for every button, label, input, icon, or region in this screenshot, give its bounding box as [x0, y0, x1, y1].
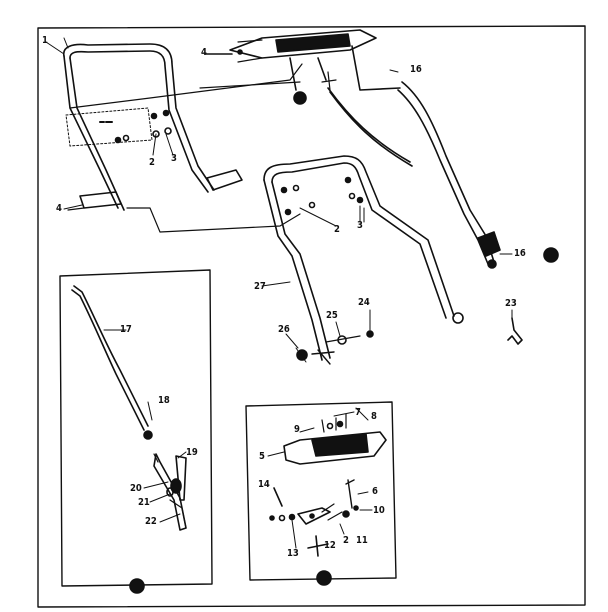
callout-bracket-left: 4 — [201, 47, 207, 58]
callout-part-26: 26 — [278, 324, 290, 335]
callout-panel-9: 9 — [294, 424, 300, 435]
engine-cable — [389, 69, 559, 269]
control-bracket-top — [205, 29, 401, 105]
callout-part-22: 22 — [145, 516, 157, 527]
callout-bolt-left: 2 — [149, 157, 155, 168]
inset-rod-assembly — [59, 269, 213, 594]
callout-bracket-left-lower: 4 — [56, 203, 62, 214]
outer-frame-border — [37, 25, 586, 608]
upper-handle — [63, 37, 243, 211]
callout-part-21: 21 — [138, 497, 150, 508]
callout-lower-handle: 27 — [254, 281, 266, 292]
callout-bolt-right: 2 — [334, 224, 340, 235]
wheel-bolt-hardware — [285, 309, 374, 363]
callout-panel-8: 8 — [371, 411, 377, 422]
callout-panel-7: 7 — [355, 407, 361, 418]
callout-knob-18: 18 — [158, 395, 170, 406]
lower-handle-hardware — [280, 176, 365, 227]
throttle-cable-upper — [327, 87, 411, 163]
part-23-clip — [507, 309, 523, 345]
callout-nut-right: 3 — [357, 220, 363, 231]
callout-panel-5: 5 — [259, 451, 265, 462]
callout-handle-upper: 1 — [42, 35, 48, 46]
callout-part-20: 20 — [130, 483, 142, 494]
callout-panel-10: 10 — [373, 505, 385, 516]
inset-control-panel — [245, 401, 397, 586]
callout-panel-13: 13 — [287, 548, 299, 559]
upper-bracket-lines — [67, 63, 303, 233]
callout-panel-2: 2 — [343, 535, 349, 546]
lower-handle — [261, 155, 464, 365]
callout-cable-top: 16 — [410, 64, 422, 75]
callout-nut-left: 3 — [171, 153, 177, 164]
left-handle-hardware — [99, 109, 172, 144]
callout-part-23: 23 — [505, 298, 517, 309]
callout-cable-end: 16 — [514, 248, 526, 259]
callout-panel-6: 6 — [372, 486, 378, 497]
callout-part-25: 25 — [326, 310, 338, 321]
callout-panel-12: 12 — [324, 540, 336, 551]
callout-rod-17: 17 — [120, 324, 132, 335]
callout-panel-14: 14 — [258, 479, 270, 490]
callout-panel-11: 11 — [356, 535, 368, 546]
callout-part-24: 24 — [358, 297, 370, 308]
callout-part-19: 19 — [186, 447, 198, 458]
